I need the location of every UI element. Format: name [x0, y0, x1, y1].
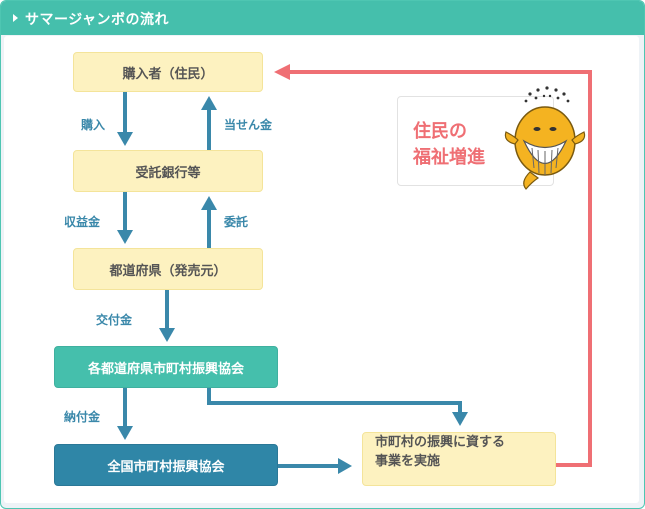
arrow-prefassoc-to-projects [207, 388, 468, 426]
label-payment: 納付金 [64, 410, 101, 424]
arrow-purchase [117, 92, 133, 146]
arrow-revenue [117, 192, 133, 244]
label-grant: 交付金 [96, 313, 133, 327]
node-purchaser: 購入者（住民） [73, 52, 263, 92]
arrow-national-to-projects [277, 458, 352, 474]
node-bank: 受託銀行等 [73, 150, 263, 192]
arrow-grant [159, 290, 175, 342]
arrow-payment [117, 388, 133, 440]
whale-mascot-icon [504, 86, 586, 190]
label-purchase: 購入 [81, 118, 106, 132]
arrow-consignment [201, 196, 217, 248]
header-bar: サマージャンボの流れ [1, 1, 644, 35]
label-consignment: 委託 [224, 215, 249, 229]
callout-line-1: 住民の [413, 121, 467, 142]
label-revenue: 収益金 [64, 215, 101, 229]
node-prefectural-association: 各都道府県市町村振興協会 [54, 346, 278, 388]
node-national-association: 全国市町村振興協会 [54, 444, 278, 486]
projects-line-1: 市町村の振興に資する [375, 435, 506, 450]
node-prefecture: 都道府県（発売元） [73, 248, 263, 290]
node-municipal-projects: 市町村の振興に資する 事業を実施 [362, 432, 556, 486]
arrow-winnings [201, 96, 217, 150]
page-title: サマージャンボの流れ [25, 12, 170, 28]
arrow-welfare-loop [274, 64, 592, 467]
callout-line-2: 福祉増進 [413, 147, 485, 168]
triangle-bullet-icon [13, 14, 18, 22]
label-winnings: 当せん金 [224, 118, 273, 132]
projects-line-2: 事業を実施 [375, 454, 441, 469]
